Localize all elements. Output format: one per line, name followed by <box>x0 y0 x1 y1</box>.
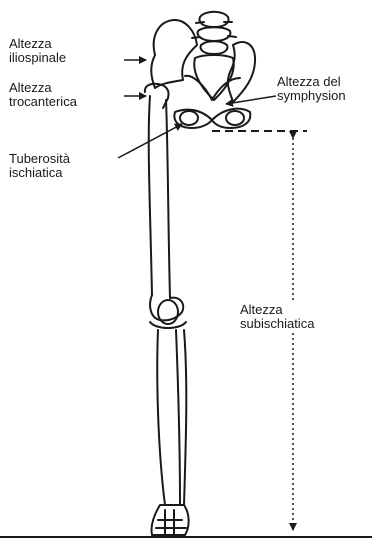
lumbar-vertebrae <box>192 12 236 54</box>
symphysion-arrow <box>226 96 276 104</box>
label-tuberosita-ischiatica: Tuberosità ischiatica <box>9 152 70 180</box>
label-altezza-iliospinale: Altezza iliospinale <box>9 37 66 65</box>
fibula <box>184 330 186 505</box>
label-line: Altezza <box>240 303 314 317</box>
label-line: Altezza <box>9 81 77 95</box>
skeleton-drawing <box>145 12 255 535</box>
label-altezza-trocanterica: Altezza trocanterica <box>9 81 77 109</box>
label-line: ischiatica <box>9 166 70 180</box>
tibia <box>157 330 180 505</box>
label-line: trocanterica <box>9 95 77 109</box>
label-line: symphysion <box>277 89 346 103</box>
label-altezza-symphysion: Altezza del symphysion <box>277 75 346 103</box>
label-line: Tuberosità <box>9 152 70 166</box>
label-line: Altezza del <box>277 75 346 89</box>
label-altezza-subischiatica: Altezza subischiatica <box>239 301 315 333</box>
femur <box>149 96 170 298</box>
ilium-left <box>151 20 197 88</box>
label-line: iliospinale <box>9 51 66 65</box>
label-line: subischiatica <box>240 317 314 331</box>
label-line: Altezza <box>9 37 66 51</box>
tuberosita-arrow <box>118 124 182 158</box>
